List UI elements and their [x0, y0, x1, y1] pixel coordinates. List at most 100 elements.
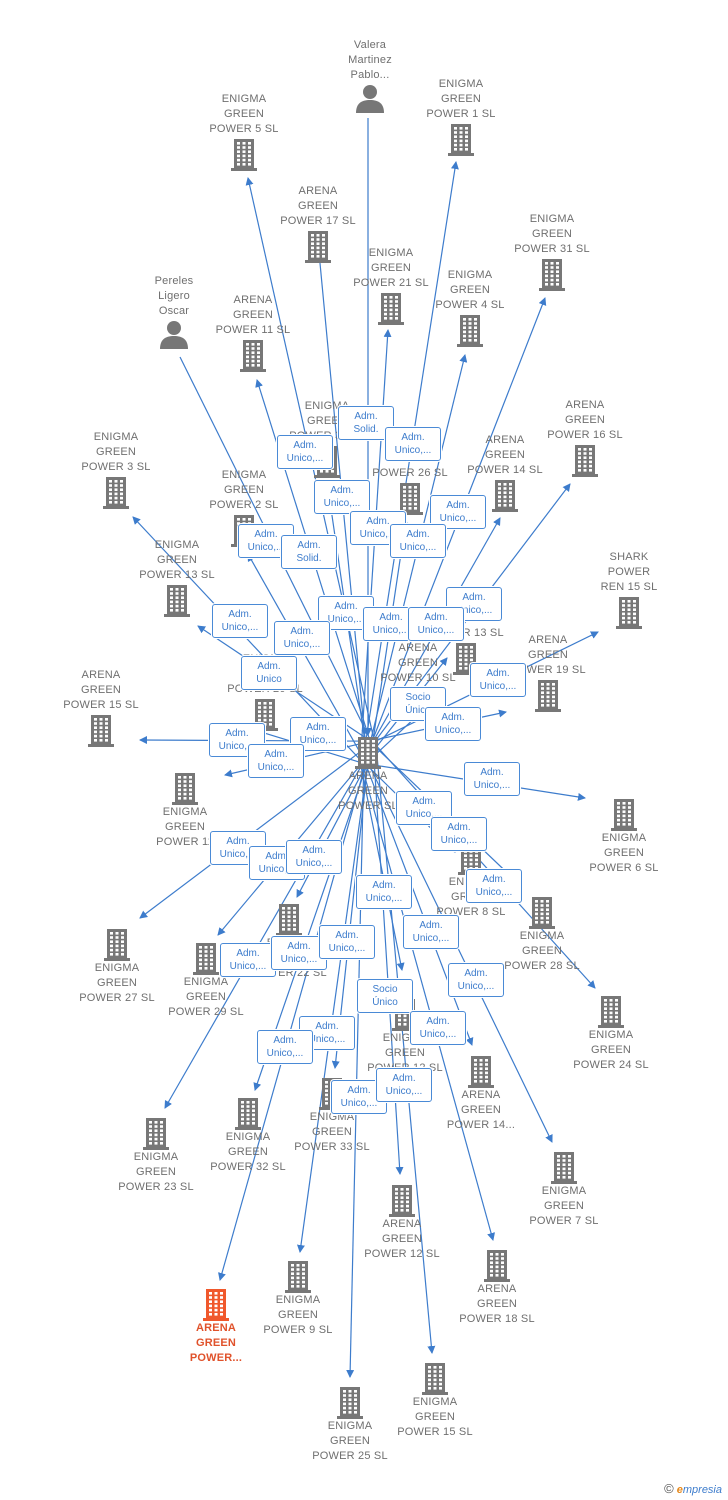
- relation-badge[interactable]: Adm.Unico,...: [430, 495, 486, 529]
- node-label-line: POWER 25 SL: [312, 1450, 388, 1462]
- relation-badge[interactable]: Adm.Unico,...: [277, 435, 333, 469]
- relation-badge[interactable]: Adm.Unico,...: [376, 1068, 432, 1102]
- relation-badge[interactable]: Adm.Unico,...: [470, 663, 526, 697]
- credit[interactable]: © empresia: [664, 1481, 722, 1496]
- node-label-line: GREEN: [381, 1233, 423, 1245]
- relation-badge[interactable]: Adm.Unico,...: [403, 915, 459, 949]
- building-icon: [337, 1387, 363, 1419]
- relation-badge-text: Adm.: [392, 1073, 416, 1084]
- relation-badge[interactable]: Adm.Unico,...: [448, 963, 504, 997]
- relation-edge: [375, 741, 436, 1354]
- relation-badge[interactable]: Adm.Unico,...: [271, 936, 327, 970]
- node-label-line: ARENA: [348, 770, 388, 782]
- relation-badge[interactable]: Adm.Unico,...: [212, 604, 268, 638]
- building-icon: [457, 315, 483, 347]
- relation-badge[interactable]: Adm.Unico,...: [220, 943, 276, 977]
- relation-badge[interactable]: Adm.Solid.: [338, 406, 394, 440]
- relation-badge-text: Unico,...: [257, 762, 295, 773]
- relation-badge-text: Adm.: [347, 1085, 371, 1096]
- relation-badge[interactable]: Adm.Unico,...: [248, 744, 304, 778]
- relation-badge[interactable]: Adm.Unico,...: [319, 925, 375, 959]
- node-label-line: POWER...: [189, 1352, 243, 1364]
- node-label-line: POWER 24 SL: [573, 1059, 649, 1071]
- relation-badge[interactable]: Adm.Unico,...: [466, 869, 522, 903]
- building-icon: [611, 799, 637, 831]
- relation-badge[interactable]: Adm.Unico: [241, 656, 297, 690]
- relation-badge-text: Unico,...: [323, 498, 361, 509]
- relation-badge[interactable]: Adm.Unico,...: [274, 621, 330, 655]
- relation-badge[interactable]: Adm.Unico,...: [356, 875, 412, 909]
- relation-badge[interactable]: Adm.Solid.: [281, 535, 337, 569]
- relation-badge[interactable]: Adm.Unico,...: [464, 762, 520, 796]
- relation-badge[interactable]: Adm.Unico,...: [257, 1030, 313, 1064]
- node-label-line: POWER 10 SL: [380, 672, 456, 684]
- relation-badge[interactable]: Adm.Unico,...: [286, 840, 342, 874]
- node-label-line: POWER 29 SL: [168, 1006, 244, 1018]
- relation-badge[interactable]: Adm.Unico,...: [408, 607, 464, 641]
- relation-badge[interactable]: Adm.Unico,...: [410, 1011, 466, 1045]
- node-label-line: GREEN: [223, 484, 265, 496]
- relation-badge-text: Adm.: [226, 836, 250, 847]
- relation-badge[interactable]: Adm.Unico,...: [314, 480, 370, 514]
- relation-badge[interactable]: Adm.Unico,...: [431, 817, 487, 851]
- building-icon: [355, 737, 381, 769]
- building-icon: [276, 904, 302, 936]
- building-icon: [448, 124, 474, 156]
- relation-badge[interactable]: Adm.Unico,...: [299, 1016, 355, 1050]
- relation-badge[interactable]: Adm.Unico,...: [385, 427, 441, 461]
- relation-badge-text: Adm.: [366, 516, 390, 527]
- relation-badge[interactable]: Adm.Unico,...: [390, 524, 446, 558]
- relation-badge-text: Adm.: [335, 930, 359, 941]
- relation-badge-text: Unico,...: [457, 981, 495, 992]
- building-icon: [422, 1363, 448, 1395]
- node-label-line: ENIGMA: [162, 806, 208, 818]
- building-icon: [572, 445, 598, 477]
- relation-badge-text: Adm.: [225, 728, 249, 739]
- node-label-line: POWER 11: [156, 836, 214, 848]
- node-label-line: GREEN: [223, 108, 265, 120]
- relation-badge[interactable]: Adm.Unico,...: [425, 707, 481, 741]
